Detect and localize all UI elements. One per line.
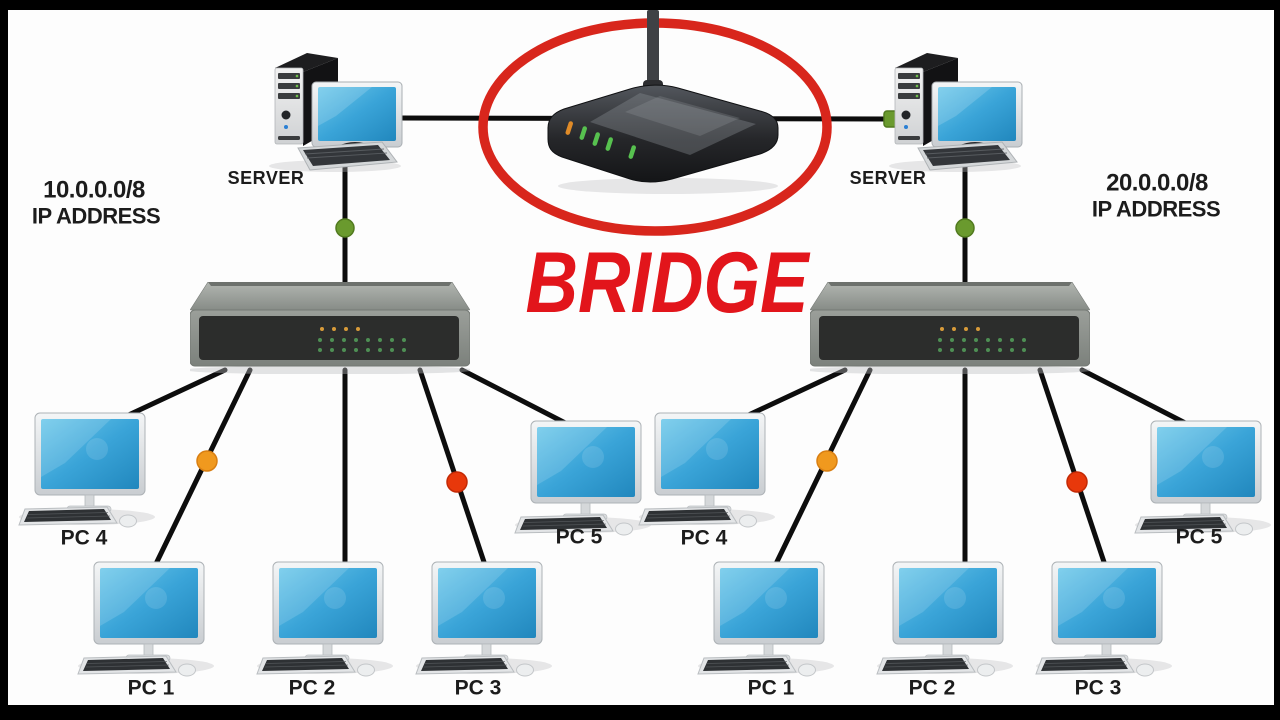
- cable-right-pc1: [769, 367, 873, 575]
- left-pc1-label: PC 1: [128, 677, 175, 700]
- left-ip-caption: IP ADDRESS: [32, 204, 160, 229]
- right-pc1-label: PC 1: [748, 677, 795, 700]
- link-markers: [196, 110, 1088, 493]
- bridge-top-sheen-2: [625, 96, 740, 136]
- cable-left-pc5: [459, 367, 578, 431]
- right-pc2-label: PC 2: [909, 677, 956, 700]
- cable-right-pc3: [1037, 367, 1109, 571]
- left-pc2-label: PC 2: [289, 677, 336, 700]
- right-pc3-label: PC 3: [1075, 677, 1122, 700]
- left-pc5-label: PC 5: [556, 526, 603, 549]
- bridge-title: BRIDGE: [526, 235, 811, 331]
- green-link-marker: [335, 218, 355, 238]
- switch-icon: [810, 282, 1090, 374]
- right-network-group: 20.0.0.0/8 IP ADDRESS SERVER PC 4 PC 5 P…: [638, 52, 1272, 700]
- green-link-marker: [955, 218, 975, 238]
- cable-right-pc5: [1079, 367, 1198, 431]
- cable-left-pc3: [417, 367, 489, 571]
- right-pc4-label: PC 4: [681, 527, 728, 550]
- orange-link-marker: [196, 450, 218, 472]
- left-network-group: 10.0.0.0/8 IP ADDRESS SERVER PC 4 PC 5 P…: [18, 52, 652, 700]
- bridge-top-sheen: [590, 93, 756, 155]
- right-ip-caption: IP ADDRESS: [1092, 197, 1220, 222]
- left-pc3-label: PC 3: [455, 677, 502, 700]
- left-pc4-label: PC 4: [61, 527, 108, 550]
- right-server-label: SERVER: [850, 168, 927, 188]
- cable-left-pc1: [149, 367, 253, 575]
- red-link-marker: [446, 471, 468, 493]
- red-link-marker: [1066, 471, 1088, 493]
- left-server-label: SERVER: [228, 168, 305, 188]
- orange-link-marker: [816, 450, 838, 472]
- bridge-shadow: [558, 178, 778, 194]
- right-ip-address: 20.0.0.0/8: [1106, 170, 1208, 197]
- bridge-antenna: [647, 10, 659, 88]
- left-ip-address: 10.0.0.0/8: [43, 177, 145, 204]
- bridge-group: BRIDGE: [478, 10, 832, 331]
- switch-icon: [190, 282, 470, 374]
- bridge-leds: [565, 121, 636, 159]
- bridge-router-body: [547, 84, 779, 183]
- right-pc5-label: PC 5: [1176, 526, 1223, 549]
